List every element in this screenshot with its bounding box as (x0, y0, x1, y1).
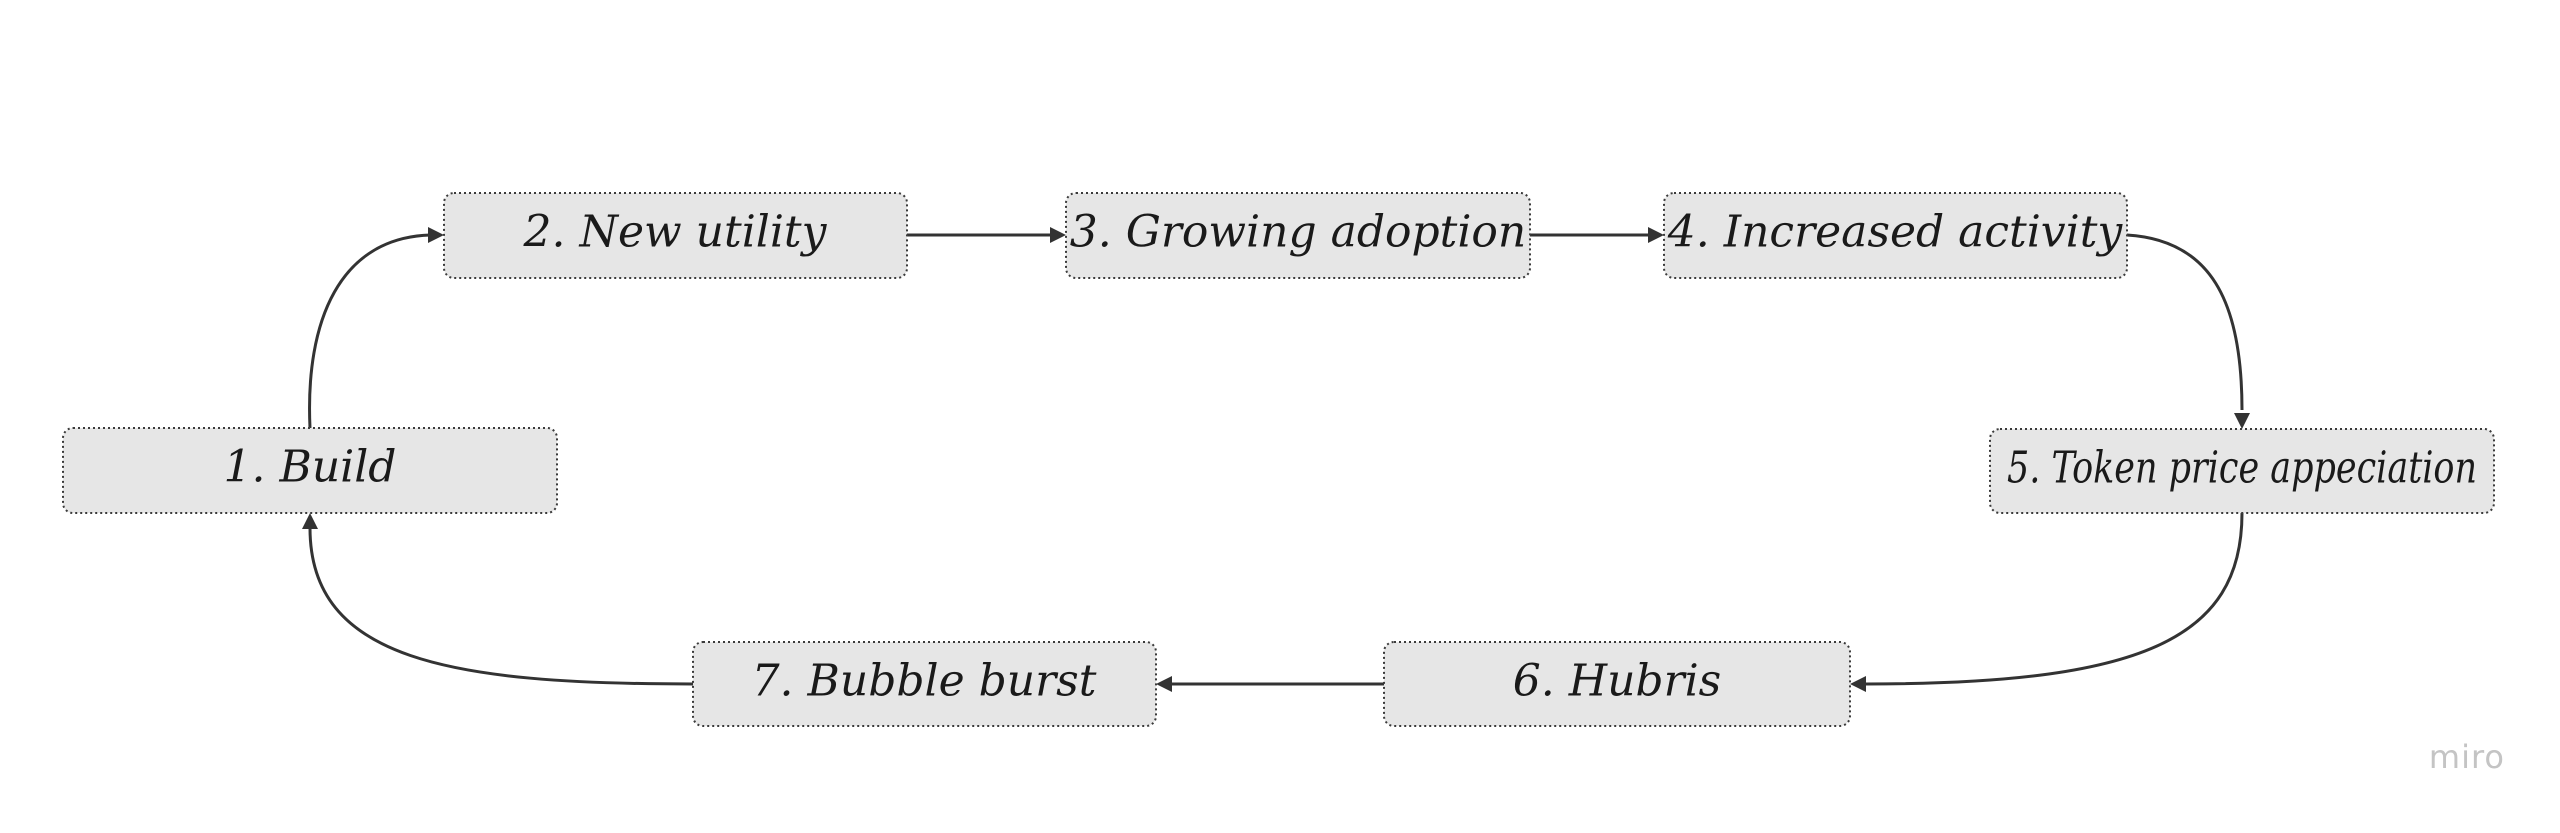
arrowhead-new-utility (428, 227, 444, 243)
node-increased-activity[interactable]: 4. Increased activity (1663, 192, 2128, 279)
node-hubris-label: 6. Hubris (1513, 656, 1722, 707)
edge-increased-activity-to-token-price (2126, 233, 2244, 411)
node-build[interactable]: 1. Build (62, 427, 558, 514)
node-growing-adoption[interactable]: 3. Growing adoption (1065, 192, 1531, 279)
node-token-price[interactable]: 5. Token price appeciation (1989, 428, 2495, 514)
node-hubris[interactable]: 6. Hubris (1383, 641, 1851, 727)
node-bubble-burst-label: 7. Bubble burst (752, 656, 1097, 707)
arrowhead-hubris (1850, 676, 1866, 692)
arrowhead-token-price (2234, 413, 2250, 429)
edges (302, 227, 2250, 692)
arrowhead-build (302, 513, 318, 529)
arrowhead-bubble-burst (1156, 676, 1172, 692)
arrowhead-increased-activity (1648, 227, 1664, 243)
edge-bubble-burst-to-build (308, 527, 694, 686)
node-new-utility-label: 2. New utility (523, 207, 828, 258)
node-bubble-burst[interactable]: 7. Bubble burst (692, 641, 1157, 727)
edge-build-to-new-utility (308, 233, 431, 429)
node-build-label: 1. Build (224, 442, 397, 493)
node-growing-adoption-label: 3. Growing adoption (1070, 207, 1527, 258)
node-new-utility[interactable]: 2. New utility (443, 192, 908, 279)
node-token-price-label: 5. Token price appeciation (2007, 443, 2477, 494)
node-increased-activity-label: 4. Increased activity (1667, 207, 2124, 258)
arrowhead-growing-adoption (1050, 227, 1066, 243)
edge-token-price-to-hubris (1865, 512, 2244, 686)
miro-watermark: miro (2428, 738, 2505, 776)
